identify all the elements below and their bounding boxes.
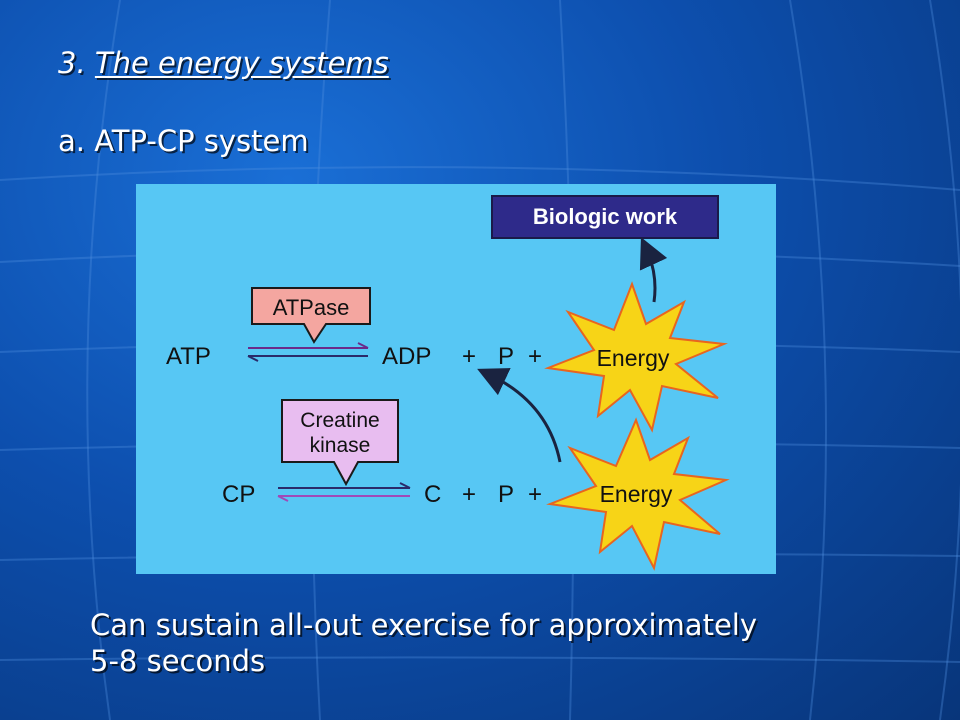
caption-line-2: 5-8 seconds — [90, 644, 266, 678]
reactant-atp: ATP — [166, 343, 211, 370]
atpase-callout: ATPase — [251, 287, 371, 344]
kinase-label: kinase — [310, 434, 371, 457]
phosphate-2: P — [498, 481, 514, 508]
diagram-canvas: Biologic work ATPase ATP ADP + P + Energ… — [166, 195, 730, 571]
caption-line-1: Can sustain all-out exercise for approxi… — [90, 608, 757, 642]
product-adp: ADP — [382, 343, 431, 370]
equilibrium-arrows-1 — [247, 342, 369, 362]
equilibrium-arrows-2 — [277, 482, 411, 502]
slide-caption: Can sustain all-out exercise for approxi… — [90, 607, 890, 679]
reactant-cp: CP — [222, 481, 255, 508]
atp-cp-diagram: Biologic work ATPase ATP ADP + P + Energ… — [136, 184, 776, 574]
plus-sign-1a: + — [462, 343, 476, 370]
product-c: C — [424, 481, 441, 508]
energy-burst-2: Energy — [546, 417, 730, 571]
arrow-energy-to-phosphate — [477, 368, 562, 463]
biologic-work-box: Biologic work — [491, 195, 719, 239]
atpase-label: ATPase — [273, 295, 350, 320]
creatine-label: Creatine — [300, 409, 379, 432]
biologic-work-label: Biologic work — [533, 204, 678, 229]
plus-sign-2b: + — [528, 481, 542, 508]
slide-title: 3. The energy systems — [58, 46, 389, 80]
arrow-to-biologic-work — [639, 237, 668, 303]
plus-sign-2a: + — [462, 481, 476, 508]
title-text: The energy systems — [94, 46, 389, 80]
energy-label-1: Energy — [597, 345, 670, 371]
energy-label-2: Energy — [600, 481, 673, 507]
phosphate-1: P — [498, 343, 514, 370]
section-subheading: a. ATP-CP system — [58, 124, 309, 158]
plus-sign-1b: + — [528, 343, 542, 370]
title-number: 3. — [58, 46, 86, 80]
energy-burst-1: Energy — [544, 281, 728, 433]
creatine-kinase-callout: Creatine kinase — [281, 399, 399, 487]
